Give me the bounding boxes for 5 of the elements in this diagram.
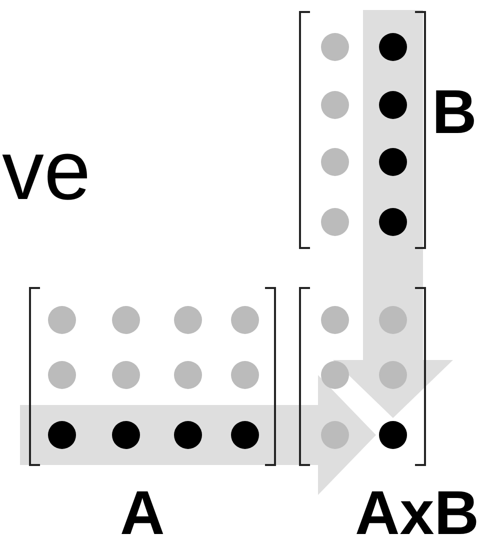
partial-text: ve (2, 128, 91, 212)
matrix-label: AxB (355, 483, 480, 545)
matrix-label: A (120, 483, 165, 545)
matrix-label: B (432, 82, 477, 144)
matrix-element-dot (379, 421, 407, 449)
